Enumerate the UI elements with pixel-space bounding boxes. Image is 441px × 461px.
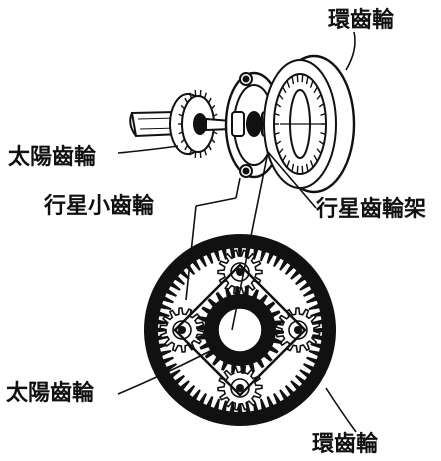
ring-gear-tooth xyxy=(316,148,322,154)
sun-gear-tooth xyxy=(184,144,189,151)
sun-gear-tooth xyxy=(199,89,202,97)
ring-gear-tooth xyxy=(286,80,291,88)
sun-gear-tooth xyxy=(203,149,207,156)
planet-gear-pin xyxy=(178,326,186,334)
sun-gear-tooth xyxy=(180,138,186,144)
planet-gear-pin xyxy=(236,384,244,392)
sun-gear-tooth xyxy=(189,149,193,156)
planet-gear-pin xyxy=(236,268,244,276)
ring-gear-tooth xyxy=(278,148,284,154)
ring-gear-tooth xyxy=(281,86,287,94)
label-sun-gear-top: 太陽齒輪 xyxy=(8,144,97,170)
sun-gear-tooth xyxy=(180,104,186,110)
sun-gear-hub xyxy=(217,307,263,353)
leader-lines xyxy=(117,31,357,433)
ring-gear-tooth xyxy=(275,140,282,145)
ring-gear-exploded xyxy=(263,54,356,194)
sun-gear-tooth xyxy=(184,97,189,104)
ring-gear-tooth xyxy=(301,74,304,83)
label-ring-gear-bottom: 環齒輪 xyxy=(312,431,379,457)
planet-gear xyxy=(217,249,263,295)
ring-gear-tooth xyxy=(291,163,295,172)
ring-gear-tooth xyxy=(320,132,326,136)
sun-gear-tooth xyxy=(194,151,197,159)
ring-gear-tooth xyxy=(309,160,314,168)
ring-gear-tooth xyxy=(274,132,280,136)
ring-gear-tooth xyxy=(316,94,322,100)
ring-gear-tooth xyxy=(313,86,319,94)
ring-gear-tooth xyxy=(281,154,287,162)
sun-gear-tooth xyxy=(178,131,183,135)
ring-gear-tooth xyxy=(320,112,326,116)
sun-gear-tooth xyxy=(189,92,193,99)
ring-gear-tooth xyxy=(305,163,309,172)
planet-gear xyxy=(275,307,321,353)
planet-gear-pin xyxy=(294,326,302,334)
leader-ring-gear-bottom xyxy=(325,387,357,433)
ring-gear-tooth xyxy=(318,103,325,108)
sun-gear-tooth xyxy=(213,131,218,135)
sun-gear-tooth xyxy=(194,89,197,97)
label-planet-gear: 行星小齒輪 xyxy=(43,193,155,219)
ring-gear-tooth xyxy=(274,112,280,116)
leader-sun-gear-top xyxy=(117,145,179,154)
leader-planet-carrier xyxy=(231,151,317,331)
ring-gear-tooth xyxy=(313,154,319,162)
ring-gear-tooth xyxy=(301,165,304,174)
ring-gear-tooth xyxy=(275,103,282,108)
label-ring-gear-top: 環齒輪 xyxy=(328,7,395,33)
labels: 環齒輪 太陽齒輪 行星小齒輪 行星齒輪架 太陽齒輪 環齒輪 xyxy=(6,7,426,457)
sun-gear-tooth xyxy=(210,104,216,110)
assembled-view xyxy=(144,234,336,426)
sun-gear-tooth xyxy=(178,113,183,117)
ring-gear-tooth xyxy=(318,140,325,145)
ring-gear-exploded-teeth xyxy=(274,74,326,174)
leader-ring-gear-top xyxy=(345,31,356,71)
label-planet-carrier: 行星齒輪架 xyxy=(315,196,426,222)
leader-sun-gear-bottom xyxy=(117,347,217,395)
ring-gear-tooth xyxy=(296,74,299,83)
ring-gear-tooth xyxy=(291,76,295,85)
sun-gear-tooth xyxy=(207,144,212,151)
leader-planet-gear xyxy=(185,177,241,301)
sun-gear-tooth xyxy=(203,92,207,99)
planet-carrier-assembled xyxy=(173,263,307,397)
sun-gear-exploded xyxy=(169,89,233,159)
ring-gear-tooth xyxy=(296,165,299,174)
planet-gears xyxy=(159,249,321,411)
planet-gear xyxy=(159,307,205,353)
sun-gear-tooth xyxy=(207,97,212,104)
ring-gear-tooth xyxy=(278,94,284,100)
ring-gear-tooth xyxy=(286,160,291,168)
label-sun-gear-bottom: 太陽齒輪 xyxy=(6,380,95,406)
exploded-view xyxy=(129,54,356,194)
sun-gear-tooth xyxy=(213,113,218,117)
ring-gear-tooth xyxy=(305,76,309,85)
sun-gear-tooth xyxy=(199,151,202,159)
planet-gear xyxy=(217,365,263,411)
sun-gear-tooth xyxy=(210,138,216,144)
ring-gear-tooth xyxy=(309,80,314,88)
